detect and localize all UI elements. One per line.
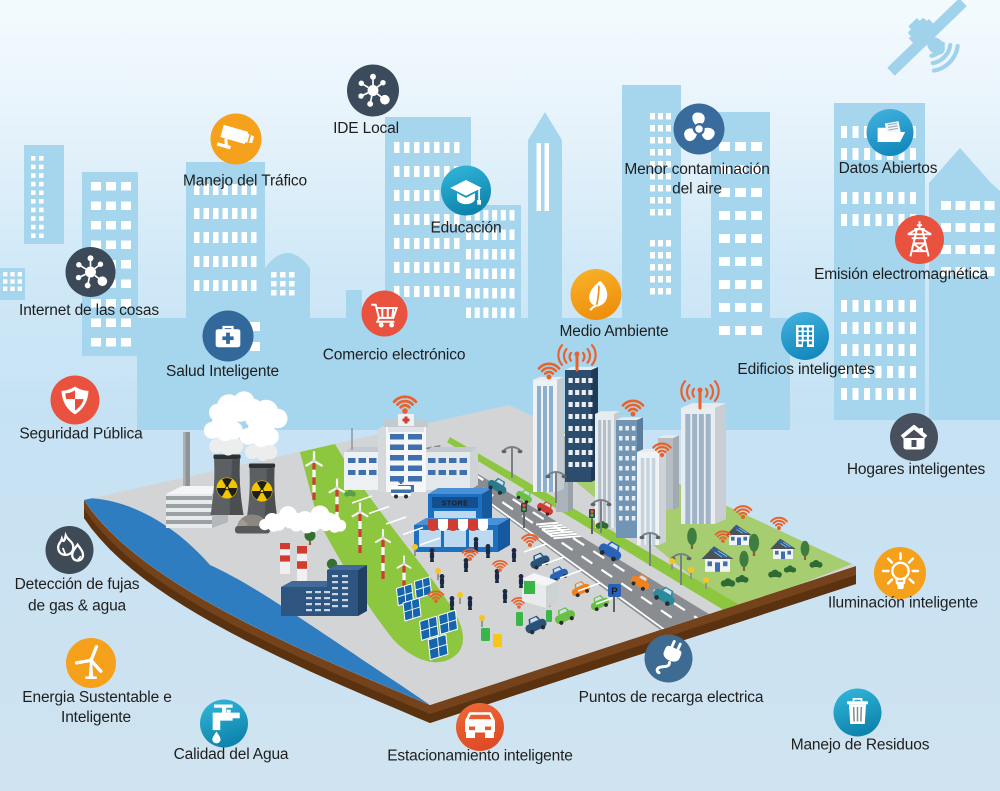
svg-text:de gas & agua: de gas & agua: [28, 598, 127, 615]
svg-text:Datos Abiertos: Datos Abiertos: [839, 160, 938, 177]
svg-text:STORE: STORE: [442, 501, 469, 508]
svg-text:Comercio electrónico: Comercio electrónico: [323, 347, 466, 364]
svg-text:Salud Inteligente: Salud Inteligente: [166, 363, 279, 380]
svg-text:Detección de fujas: Detección de fujas: [15, 576, 140, 593]
svg-text:P: P: [611, 587, 618, 598]
svg-text:Manejo de Residuos: Manejo de Residuos: [791, 737, 930, 754]
svg-text:Manejo del Tráfico: Manejo del Tráfico: [183, 173, 307, 190]
svg-text:Energia Sustentable e: Energia Sustentable e: [22, 689, 171, 706]
svg-text:Emisión electromagnética: Emisión electromagnética: [814, 266, 988, 283]
svg-text:Iluminación inteligente: Iluminación inteligente: [828, 595, 978, 612]
svg-text:Menor contaminación: Menor contaminación: [624, 161, 769, 178]
svg-text:Internet de las cosas: Internet de las cosas: [19, 302, 159, 319]
svg-text:Calidad del Agua: Calidad del Agua: [174, 746, 289, 763]
svg-text:Medio Ambiente: Medio Ambiente: [559, 323, 668, 340]
svg-text:IDE Local: IDE Local: [333, 120, 399, 137]
svg-text:Seguridad Pública: Seguridad Pública: [19, 426, 143, 443]
svg-text:Educación: Educación: [430, 220, 501, 237]
svg-text:Edificios inteligentes: Edificios inteligentes: [737, 361, 875, 378]
svg-text:del aire: del aire: [672, 181, 722, 198]
svg-text:Hogares inteligentes: Hogares inteligentes: [847, 461, 986, 478]
svg-text:Inteligente: Inteligente: [61, 709, 131, 726]
svg-text:Estacionamiento inteligente: Estacionamiento inteligente: [387, 748, 573, 765]
svg-text:Puntos de recarga electrica: Puntos de recarga electrica: [579, 689, 764, 706]
